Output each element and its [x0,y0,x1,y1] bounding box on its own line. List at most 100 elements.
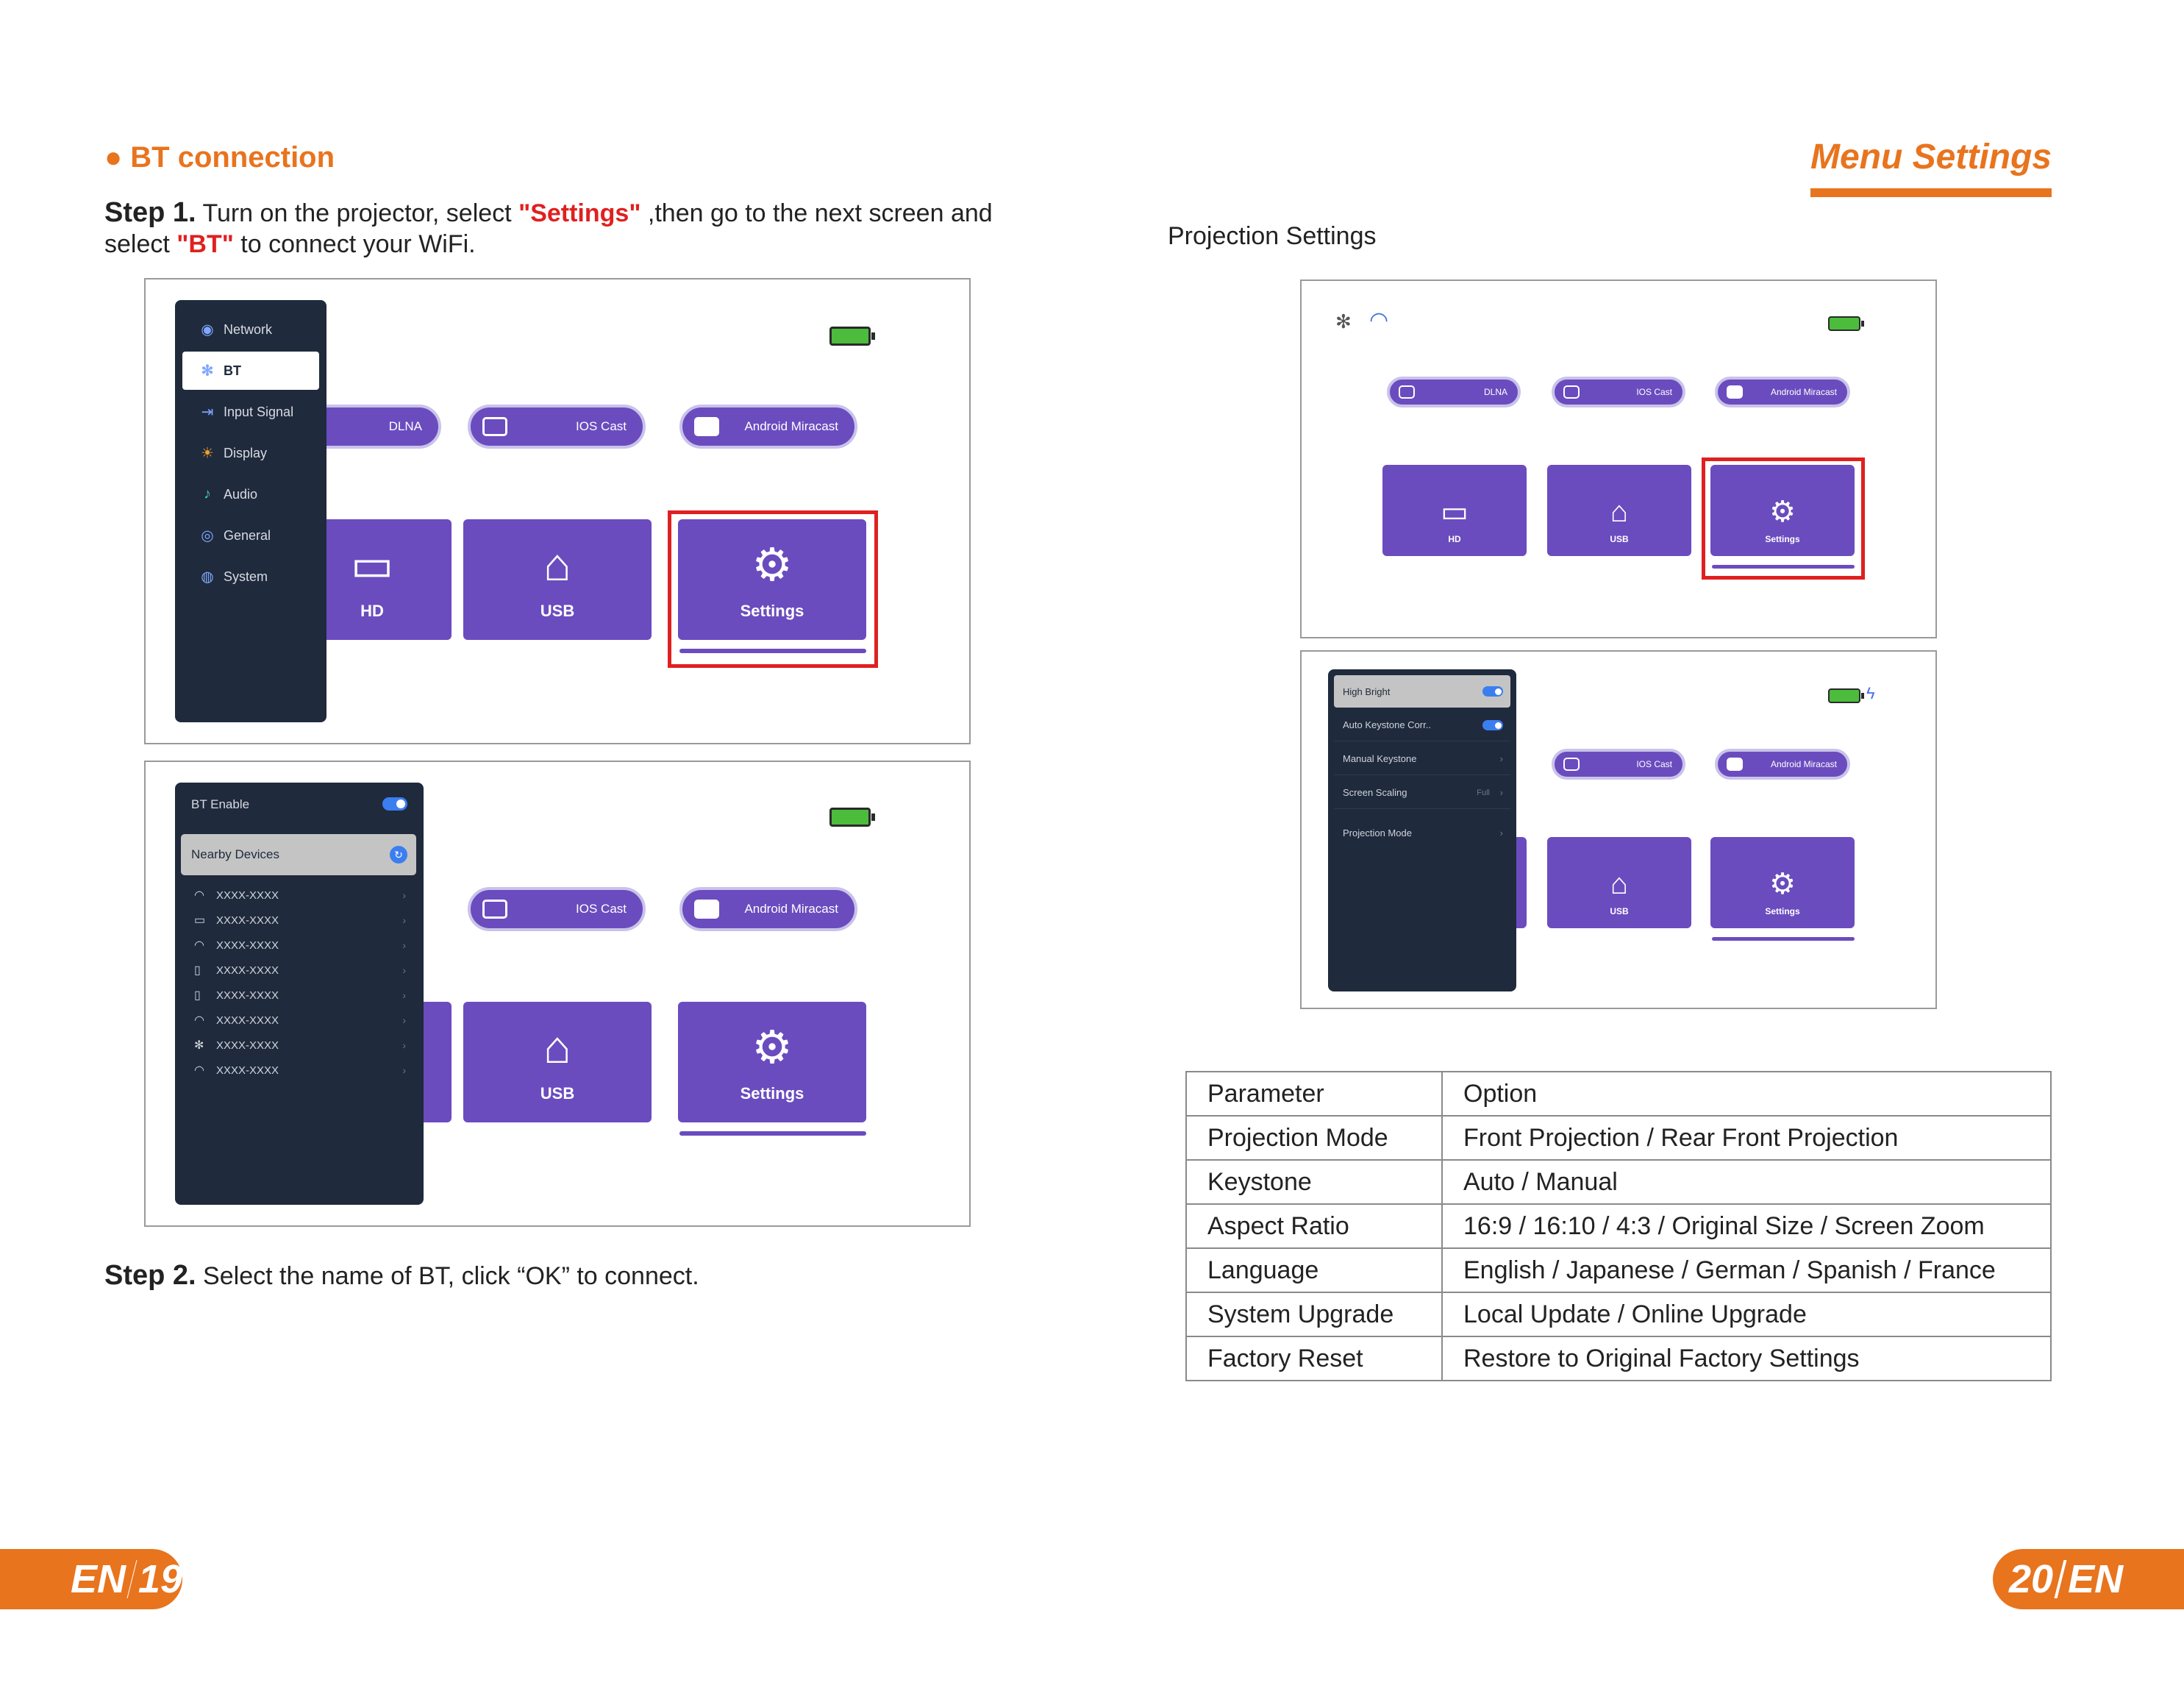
nearby-devices-row[interactable]: Nearby Devices ↻ [181,834,416,875]
step1-highlight-settings: "Settings" [518,199,641,227]
pill-ios-cast[interactable]: IOS Cast [468,887,646,931]
menu-item-system[interactable]: ◍System [182,558,319,596]
device-item[interactable]: ◠XXXX-XXXX› [190,1008,410,1033]
laptop-icon: ▭ [194,914,206,927]
table-cell: Aspect Ratio [1185,1203,1443,1249]
menu-settings-title: Menu Settings [1810,138,2052,177]
step1-text-c: select [104,230,177,258]
menu-item-label: BT [224,363,241,378]
pill-android-miracast[interactable]: Android Miracast [1715,377,1850,407]
pill-ios-cast[interactable]: IOS Cast [1552,377,1685,407]
pill-label: Android Miracast [1770,387,1837,397]
chevron-right-icon: › [402,939,406,951]
tile-settings[interactable]: ⚙Settings [678,519,866,640]
chevron-right-icon: › [402,964,406,976]
tile-label: USB [1610,906,1629,916]
screen2-frame: IOS Cast Android Miracast ⌂USB ⚙Settings… [144,761,971,1227]
phone-icon: ▯ [194,964,201,977]
selection-underbar [679,1131,866,1136]
table-cell: Factory Reset [1185,1336,1443,1381]
section-heading: ● BT connection [104,141,335,174]
pill-label: DLNA [388,419,422,433]
setting-label: Auto Keystone Corr.. [1343,719,1431,730]
tile-label: HD [1448,534,1461,544]
miracast-icon [1727,758,1743,771]
cast-icon [482,900,507,919]
step1-text-b: ,then go to the next screen and [640,199,993,227]
menu-item-label: Input Signal [224,404,294,419]
pill-android-miracast[interactable]: Android Miracast [679,405,857,449]
table-row: System Upgrade Local Update / Online Upg… [1185,1292,2052,1337]
tile-usb[interactable]: ⌂USB [1547,465,1691,556]
table-cell: English / Japanese / German / Spanish / … [1441,1247,2052,1293]
screen1-frame: DLNA IOS Cast Android Miracast ▭HD ⌂USB … [144,278,971,744]
tile-settings[interactable]: ⚙Settings [1710,837,1855,928]
step2-text: Step 2. Select the name of BT, click “OK… [104,1260,699,1292]
tile-label: Settings [1765,906,1800,916]
parameter-table: Parameter Option Projection Mode Front P… [1185,1071,2052,1381]
tile-usb[interactable]: ⌂USB [1547,837,1691,928]
headphone-icon: ◠ [194,1014,204,1027]
device-item[interactable]: ◠ XXXX-XXXX › [190,933,410,958]
setting-projection-mode[interactable]: Projection Mode› [1334,816,1510,849]
menu-item-bt[interactable]: ✻ BT [182,352,319,390]
tile-label: HD [360,602,384,620]
menu-item-network[interactable]: ◉Network [182,310,319,349]
table-header-cell: Option [1441,1071,2052,1117]
bluetooth-icon: ✻ [201,363,214,380]
pill-android-miracast[interactable]: Android Miracast [679,887,857,931]
tile-hd[interactable]: ▭HD [1382,465,1527,556]
menu-item-audio[interactable]: ♪Audio [182,475,319,513]
step1-label: Step 1. [104,197,196,228]
miracast-icon [694,417,719,436]
setting-manual-keystone[interactable]: Manual Keystone› [1334,743,1510,775]
nearby-devices-label: Nearby Devices [191,847,279,861]
menu-item-input-signal[interactable]: ⇥Input Signal [182,393,319,431]
pill-label: DLNA [1483,387,1507,397]
pill-android-miracast[interactable]: Android Miracast [1715,749,1850,780]
tile-usb[interactable]: ⌂USB [463,519,652,640]
tile-usb[interactable]: ⌂USB [463,1002,652,1122]
device-item[interactable]: ▯XXXX-XXXX› [190,958,410,983]
bt-enable-label: BT Enable [191,797,250,811]
table-row: Keystone Auto / Manual [1185,1159,2052,1205]
cast-icon [1563,385,1580,399]
chevron-right-icon: › [1499,827,1503,838]
device-item[interactable]: ✻XXXX-XXXX› [190,1033,410,1058]
pill-label: IOS Cast [576,419,627,433]
selection-underbar [1712,565,1855,569]
menu-item-general[interactable]: ◎General [182,516,319,555]
pill-ios-cast[interactable]: IOS Cast [1552,749,1685,780]
device-name: XXXX-XXXX [216,939,279,952]
device-item[interactable]: ◠XXXX-XXXX› [190,1058,410,1083]
pill-label: IOS Cast [1636,759,1672,769]
menu-item-display[interactable]: ☀Display [182,434,319,472]
setting-high-bright[interactable]: High Bright [1334,675,1510,708]
pill-dlna[interactable]: DLNA [1387,377,1521,407]
tile-settings[interactable]: ⚙Settings [1710,465,1855,556]
setting-label: Screen Scaling [1343,787,1407,798]
refresh-icon[interactable]: ↻ [390,846,407,864]
high-bright-toggle[interactable] [1482,686,1503,697]
setting-auto-keystone[interactable]: Auto Keystone Corr.. [1334,709,1510,741]
hdmi-icon: ▭ [350,540,394,591]
device-item[interactable]: ▭XXXX-XXXX› [190,908,410,933]
pill-ios-cast[interactable]: IOS Cast [468,405,646,449]
device-item[interactable]: ▯XXXX-XXXX› [190,983,410,1008]
chevron-right-icon: › [402,889,406,901]
page-separator [2054,1560,2067,1598]
headphone-icon: ◠ [194,1064,204,1077]
tile-settings[interactable]: ⚙Settings [678,1002,866,1122]
chevron-right-icon: › [402,989,406,1001]
menu-item-label: Network [224,321,273,337]
auto-keystone-toggle[interactable] [1482,720,1503,730]
bt-enable-toggle[interactable] [382,797,407,811]
table-row: Aspect Ratio 16:9 / 16:10 / 4:3 / Origin… [1185,1203,2052,1249]
device-name: XXXX-XXXX [216,1064,279,1077]
pill-label: IOS Cast [576,902,627,916]
headphone-icon: ◠ [194,939,204,952]
chevron-right-icon: › [1499,787,1503,798]
table-cell: Restore to Original Factory Settings [1441,1336,2052,1381]
device-item[interactable]: ◠XXXX-XXXX› [190,883,410,908]
